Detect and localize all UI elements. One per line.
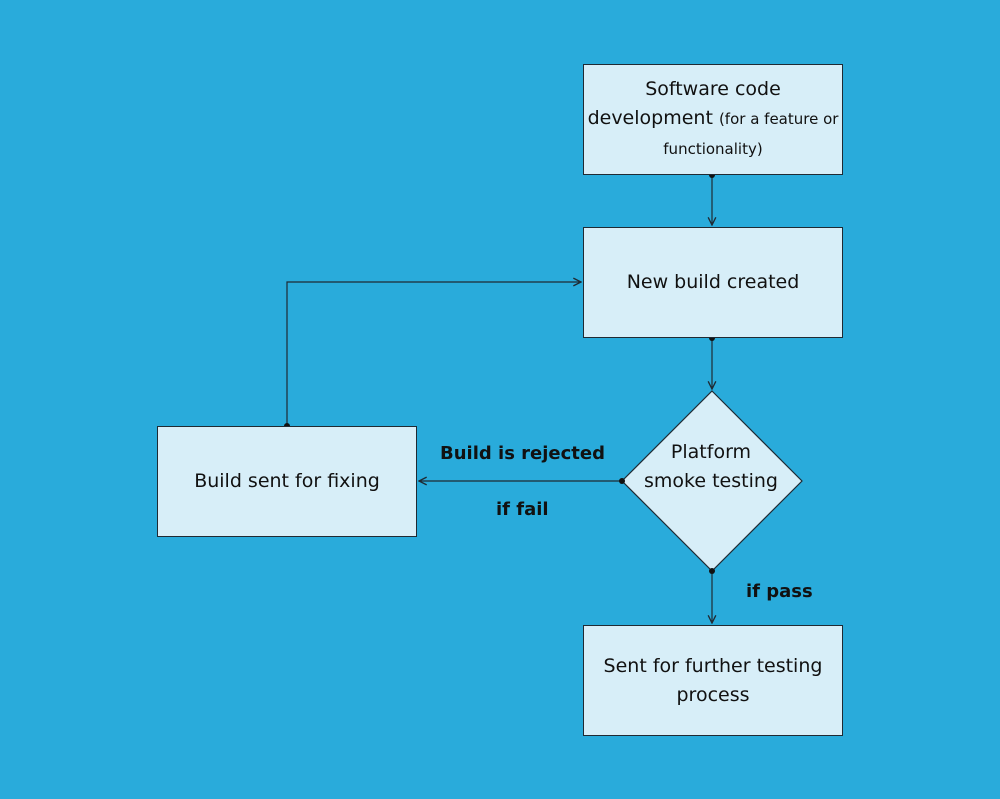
node-further-testing: Sent for further testing process <box>583 625 843 736</box>
node-smoke-testing-label: Platform smoke testing <box>644 441 778 492</box>
node-further-testing-label: Sent for further testing process <box>603 654 823 706</box>
node-build-fixing: Build sent for fixing <box>157 426 417 537</box>
edge-label-rejected: Build is rejected <box>440 443 606 464</box>
node-software-development-label: Software code development <box>587 78 781 129</box>
node-build-fixing-label: Build sent for fixing <box>194 470 380 492</box>
edge-label-fail: if fail <box>496 499 549 520</box>
node-new-build-label: New build created <box>626 271 800 293</box>
node-software-development-detail: (for a feature or functionality) <box>663 110 839 158</box>
edge-label-pass: if pass <box>746 581 813 602</box>
edge-decision-to-further-dot <box>709 568 715 574</box>
edge-fix-to-build <box>286 282 581 426</box>
node-software-development: Software code development (for a feature… <box>583 64 843 175</box>
edge-decision-to-fix-dot <box>619 478 625 484</box>
node-new-build: New build created <box>583 227 843 338</box>
